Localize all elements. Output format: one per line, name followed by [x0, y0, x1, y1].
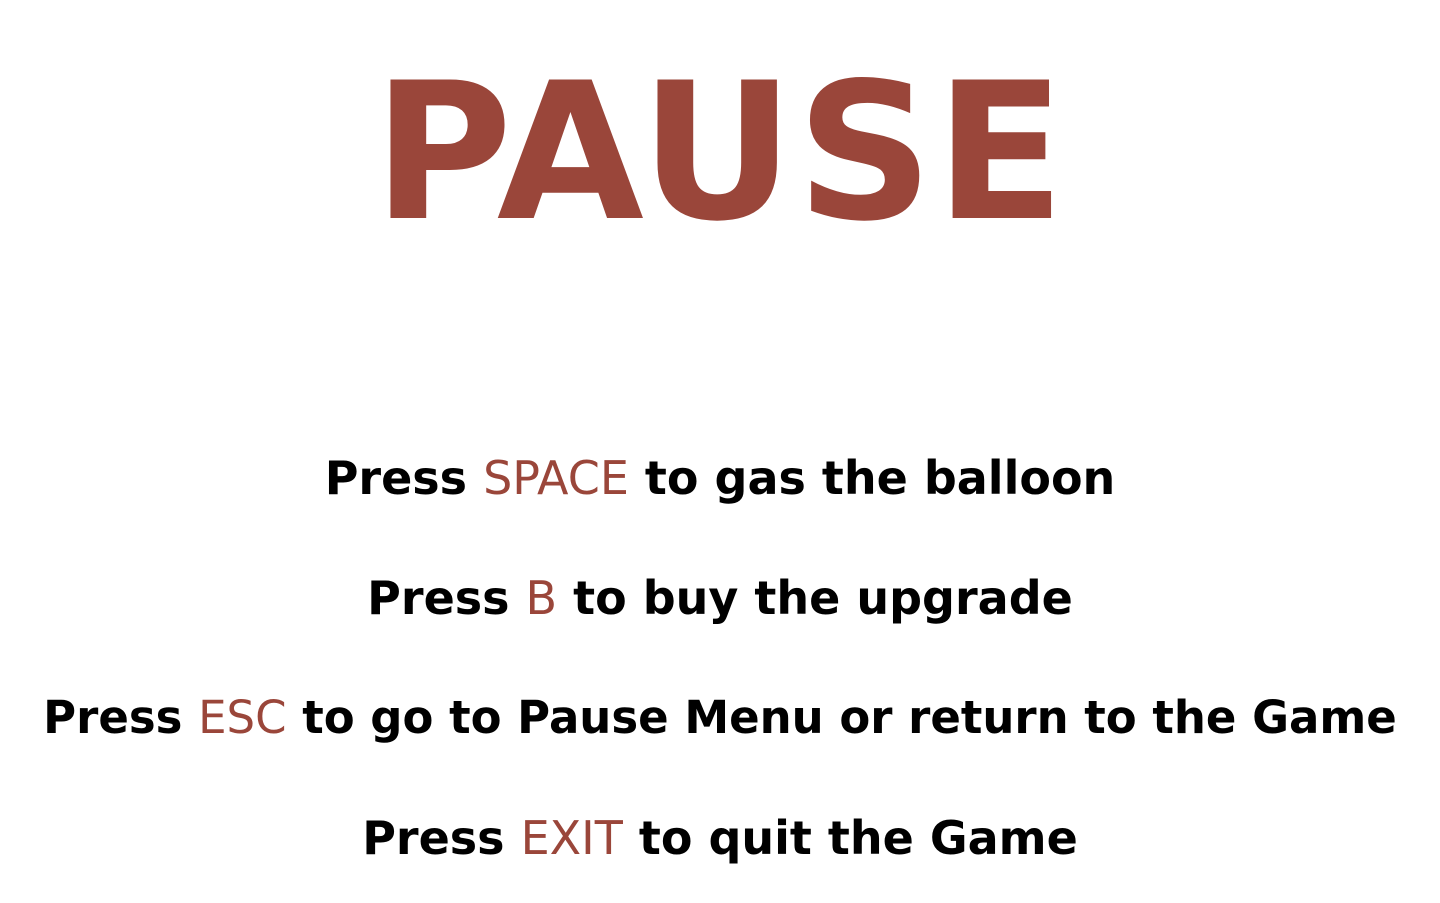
instruction-esc: Press ESC to go to Pause Menu or return … — [0, 688, 1440, 748]
instruction-prefix: Press — [324, 451, 468, 505]
instruction-prefix: Press — [43, 691, 183, 744]
key-space: SPACE — [483, 451, 629, 505]
instruction-prefix: Press — [362, 811, 505, 865]
instruction-space: Press SPACE to gas the balloon — [0, 448, 1440, 508]
instruction-text: to buy the upgrade — [573, 571, 1073, 625]
instruction-prefix: Press — [367, 571, 510, 625]
key-exit: EXIT — [520, 811, 623, 865]
instruction-b: Press B to buy the upgrade — [0, 568, 1440, 628]
instruction-text: to go to Pause Menu or return to the Gam… — [302, 691, 1397, 744]
pause-title: PAUSE — [373, 42, 1067, 263]
instruction-text: to gas the balloon — [644, 451, 1116, 505]
instruction-exit: Press EXIT to quit the Game — [0, 808, 1440, 868]
key-b: B — [525, 571, 558, 625]
key-esc: ESC — [198, 691, 287, 744]
instruction-text: to quit the Game — [638, 811, 1078, 865]
